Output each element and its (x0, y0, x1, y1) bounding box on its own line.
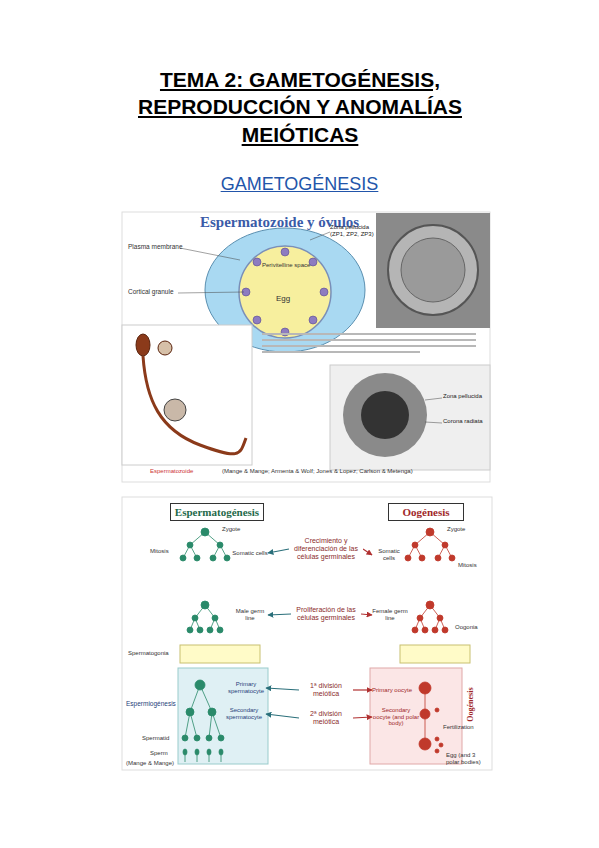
photo-corona (343, 373, 427, 457)
part-name: Cortical granule (128, 288, 178, 295)
stage-name: Zygote (447, 526, 477, 533)
figure-frame (122, 212, 490, 482)
part-name: Zona pellucida (ZP1, ZP2, ZP3) (330, 224, 382, 238)
process-note: Crecimiento y diferenciación de las célu… (289, 534, 363, 564)
egg-cell (239, 246, 331, 338)
node-text: Somatic cells (232, 550, 267, 557)
stage-name: Sperm (150, 750, 180, 757)
node-text: Primary spermatocyte (226, 681, 266, 695)
leader-lines (178, 232, 330, 293)
part-name: Zona pellucida (443, 393, 488, 400)
node-text: Male germ line (232, 608, 268, 622)
node-text: Proliferación de las células germinales (291, 606, 361, 622)
figure-frame (122, 497, 492, 770)
stage-arrow (353, 717, 372, 718)
stage-arrow (268, 549, 289, 553)
sperm-section (164, 399, 186, 421)
section-heading: GAMETOGÉNESIS (0, 174, 599, 195)
part-name: Perivitelline space (262, 262, 322, 269)
cortical-granules (242, 248, 328, 336)
process-note: 1ª división meiótica (299, 681, 353, 699)
process-note: 2ª división meiótica (299, 709, 353, 727)
node-text: Espermatogénesis (175, 506, 259, 519)
sperm-panel (122, 325, 252, 465)
stage-name: Fertilization (443, 724, 488, 731)
photo-oocyte (401, 238, 465, 302)
page-title: TEMA 2: GAMETOGÉNESIS, REPRODUCCIÓN Y AN… (120, 66, 480, 148)
header-box: Espermatogénesis (170, 503, 264, 521)
stage-box: Secondary oocyte (and polar body) (372, 706, 420, 728)
text-lines (262, 334, 476, 352)
stage-box: Primary oocyte (372, 682, 412, 698)
stage-name: Spermatogonia (128, 650, 178, 657)
stage-name: Zygote (222, 526, 252, 533)
stage-arrow (266, 714, 299, 718)
stage-arrow (353, 689, 372, 690)
part-name: Corona radiata (443, 418, 488, 425)
node-text: Female germ line (372, 608, 408, 622)
stage-name: Egg (and 3 polar bodies) (446, 752, 490, 766)
stage-arrow (268, 614, 291, 615)
stage-box: Secondary spermatocyte (222, 706, 266, 722)
source-note: (Mange & Mange) (126, 760, 186, 767)
node-text: Oogénesis (402, 506, 449, 519)
stage-box: Male germ line (232, 607, 268, 623)
sperm-head (136, 334, 150, 356)
node-text: 2ª división meiótica (299, 710, 353, 726)
process-name: Espermiogénesis (126, 700, 178, 707)
male-tree (180, 528, 230, 762)
node-text: Somatic cells (372, 548, 406, 562)
part-name: Egg (276, 294, 296, 303)
sperm-section (158, 341, 172, 355)
sperm-tail (143, 356, 246, 454)
stage-name: Mitosis (458, 562, 488, 569)
part-name: Plasma membrane (128, 243, 183, 250)
stage-name: Spermatid (142, 735, 180, 742)
header-box: Oogénesis (388, 503, 464, 521)
meiosis-band (370, 668, 462, 764)
note-box (400, 645, 470, 663)
stage-box: Primary spermatocyte (226, 680, 266, 696)
source-note: (Mange & Mange; Armenta & Wolf; Jones & … (222, 468, 488, 475)
stage-name: Oogonia (455, 624, 489, 631)
stage-box: Female germ line (372, 607, 408, 623)
process-note: Proliferación de las células germinales (291, 604, 361, 624)
meiosis-band (178, 668, 268, 764)
node-text: Secondary spermatocyte (222, 707, 266, 721)
leader-lines (425, 398, 442, 423)
stage-box: Somatic cells (232, 548, 268, 558)
stage-name: Mitosis (150, 548, 180, 555)
note-box (180, 645, 260, 663)
follicle-photo (330, 365, 490, 470)
node-text: Crecimiento y diferenciación de las célu… (289, 537, 363, 561)
node-text: Secondary oocyte (and polar body) (372, 707, 420, 728)
process-name: Oogénesis (466, 680, 475, 730)
node-text: 1ª división meiótica (299, 682, 353, 698)
figure-caption: Espermatozoide (150, 468, 220, 475)
photo-oocyte (361, 391, 409, 439)
stage-arrow (361, 614, 372, 615)
oocyte-photo (376, 213, 490, 328)
stage-box: Somatic cells (372, 548, 406, 562)
photo-zona (388, 225, 478, 315)
stage-arrow (266, 688, 299, 690)
node-text: Primary oocyte (372, 687, 412, 694)
stage-arrow (363, 549, 372, 555)
